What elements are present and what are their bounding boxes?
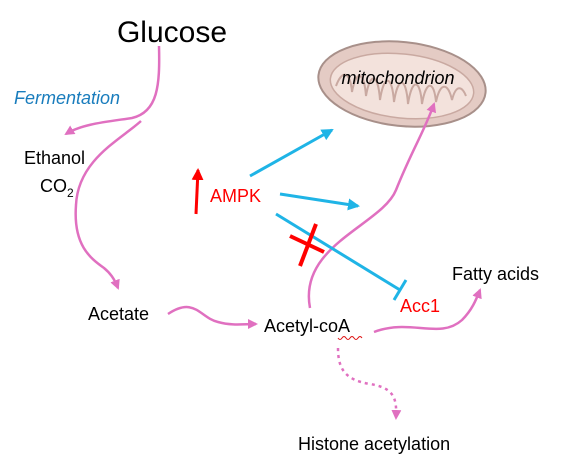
spellcheck-underline — [337, 336, 363, 340]
acc1-label: Acc1 — [400, 296, 440, 316]
fermentation-label: Fermentation — [14, 88, 120, 108]
glucose-to-ethanol-arrow — [64, 45, 161, 136]
acetate-to-acetylcoa-arrow — [167, 305, 258, 330]
acetyl-coa-label: Acetyl-coA — [264, 316, 350, 336]
to-acetate-arrow — [74, 120, 142, 290]
acetylcoa-to-histone-arrow — [336, 347, 402, 420]
ampk-activation-arrow — [279, 192, 360, 211]
ampk-to-mitochondrion-arrow — [249, 128, 334, 178]
histone-acetylation-label: Histone acetylation — [298, 434, 450, 454]
ampk-inhibits-acc1-line — [275, 212, 408, 301]
acetate-label: Acetate — [88, 304, 149, 324]
red-x-icon — [289, 223, 325, 267]
ampk-label: AMPK — [210, 186, 261, 206]
glucose-label: Glucose — [117, 16, 227, 49]
ethanol-label: Ethanol — [24, 148, 85, 168]
acetylcoa-to-fattyacids-arrow — [373, 288, 482, 334]
co2-main: CO — [40, 176, 67, 196]
mitochondrion-label: mitochondrion — [341, 68, 454, 88]
up-arrow-icon — [191, 168, 204, 215]
acetylcoa-to-mitochondrion-arrow — [307, 102, 437, 309]
fatty-acids-label: Fatty acids — [452, 264, 539, 284]
mitochondrion-icon — [317, 40, 487, 128]
co2-subscript: 2 — [67, 186, 74, 200]
co2-label: CO2 — [40, 176, 74, 200]
